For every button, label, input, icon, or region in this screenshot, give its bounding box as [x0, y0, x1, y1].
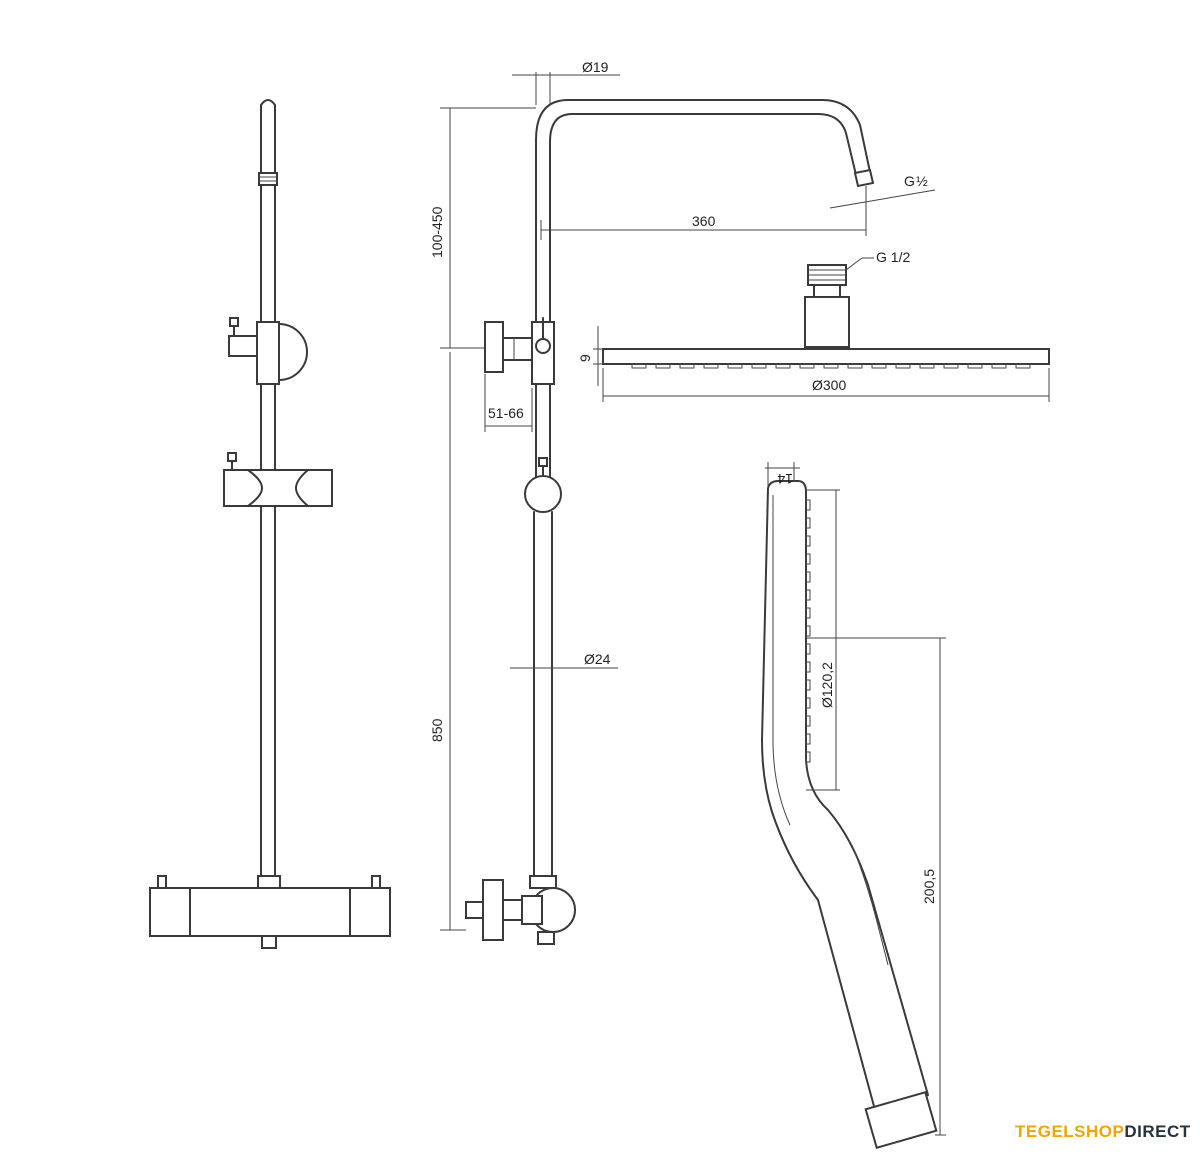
label-handshower-length: 200,5 [921, 869, 937, 904]
head-shower-nozzles [631, 363, 1031, 369]
nozzle [727, 363, 743, 369]
nozzle [805, 571, 811, 583]
nozzle [919, 363, 935, 369]
label-holder-offset: 51-66 [488, 405, 524, 421]
label-handshower-thickness: 14 [777, 471, 793, 487]
label-rail-diameter: Ø24 [584, 651, 611, 667]
nozzle [805, 607, 811, 619]
nozzle [805, 643, 811, 655]
nozzle [805, 535, 811, 547]
nozzle [775, 363, 791, 369]
nozzle [805, 499, 811, 511]
nozzle [679, 363, 695, 369]
label-head-thickness: 9 [577, 354, 593, 362]
nozzle [805, 517, 811, 529]
nozzle [967, 363, 983, 369]
label-head-diameter: Ø300 [812, 377, 846, 393]
label-head-thread: G 1/2 [876, 249, 910, 265]
nozzle [805, 733, 811, 745]
nozzle [991, 363, 1007, 369]
nozzle [943, 363, 959, 369]
nozzle [895, 363, 911, 369]
nozzle [805, 661, 811, 673]
hand-shower-nozzles [805, 499, 811, 763]
nozzle [871, 363, 887, 369]
nozzle [805, 625, 811, 637]
head-shower-side-view [602, 264, 1050, 369]
label-rail-height: 850 [429, 718, 445, 742]
label-height-adjust: 100-450 [429, 206, 445, 258]
label-arm-thread: G [904, 173, 915, 189]
dimension-lines [440, 72, 1050, 1136]
nozzle [823, 363, 839, 369]
label-arm-thread-fraction: ½ [916, 173, 928, 189]
nozzle [805, 679, 811, 691]
nozzle [655, 363, 671, 369]
nozzle [799, 363, 815, 369]
dimension-labels: Ø19 100-450 360 G ½ G 1/2 9 Ø300 51-66 Ø… [429, 59, 937, 904]
nozzle [703, 363, 719, 369]
label-top-tube-diameter: Ø19 [582, 59, 609, 75]
label-handshower-face: Ø120,2 [819, 662, 835, 708]
hand-shower [761, 480, 938, 1150]
nozzle [805, 715, 811, 727]
nozzle [805, 697, 811, 709]
nozzle [805, 751, 811, 763]
nozzle [631, 363, 647, 369]
brand-part2: DIRECT [1124, 1122, 1191, 1141]
side-view-shower-column [465, 99, 875, 945]
nozzle [751, 363, 767, 369]
nozzle [847, 363, 863, 369]
nozzle [805, 553, 811, 565]
nozzle [805, 589, 811, 601]
brand-logo: TEGELSHOPDIRECT [1015, 1122, 1191, 1142]
label-arm-length: 360 [692, 213, 716, 229]
brand-part1: TEGELSHOP [1015, 1122, 1125, 1141]
front-view-shower-column [149, 99, 391, 949]
nozzle [1015, 363, 1031, 369]
